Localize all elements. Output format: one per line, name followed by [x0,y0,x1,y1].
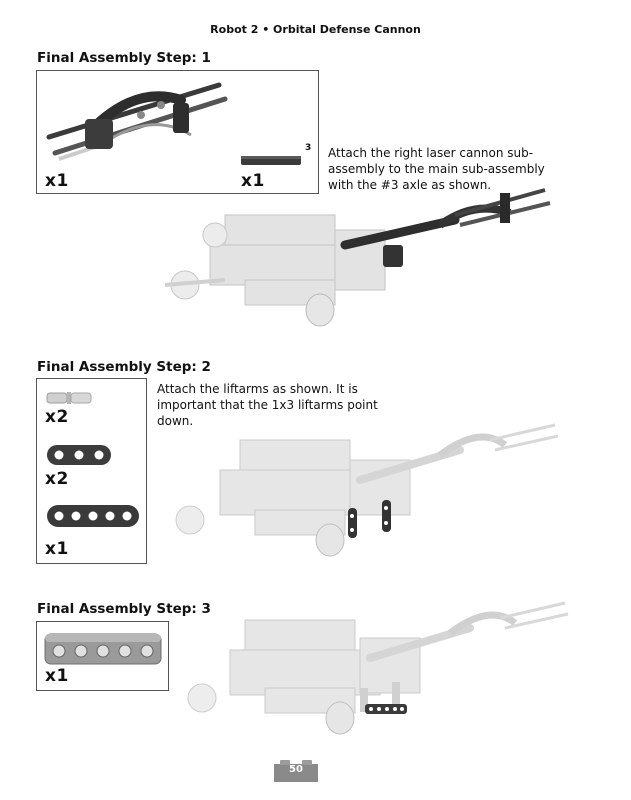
step-3-assembly-illustration [180,600,570,740]
step-2-part-1-qty: x2 [45,407,69,427]
axle-size-label: 3 [305,143,311,153]
beam-1x5-icon [44,632,164,666]
laser-cannon-subassembly-icon [41,75,231,163]
step-1-assembly-illustration [155,185,555,335]
step-3-parts-box: x1 [36,621,169,691]
axle-icon [241,153,303,167]
liftarm-1x5-icon [45,503,143,529]
step-1-part-1-qty: x1 [45,171,69,191]
liftarm-1x3-icon [45,443,115,467]
step-2-title: Final Assembly Step: 2 [37,359,211,375]
step-2-part-2-qty: x2 [45,469,69,489]
step-1-parts-box: x1 3 x1 [36,70,319,194]
step-2-part-3-qty: x1 [45,539,69,559]
step-2-assembly-illustration [160,420,560,570]
connector-pin-icon [45,387,95,409]
page-header: Robot 2 • Orbital Defense Cannon [0,23,631,36]
step-2-parts-box: x2 x2 x1 [36,378,147,564]
step-1-title: Final Assembly Step: 1 [37,50,211,66]
page-number: 50 [274,764,318,775]
step-3-part-1-qty: x1 [45,666,69,686]
